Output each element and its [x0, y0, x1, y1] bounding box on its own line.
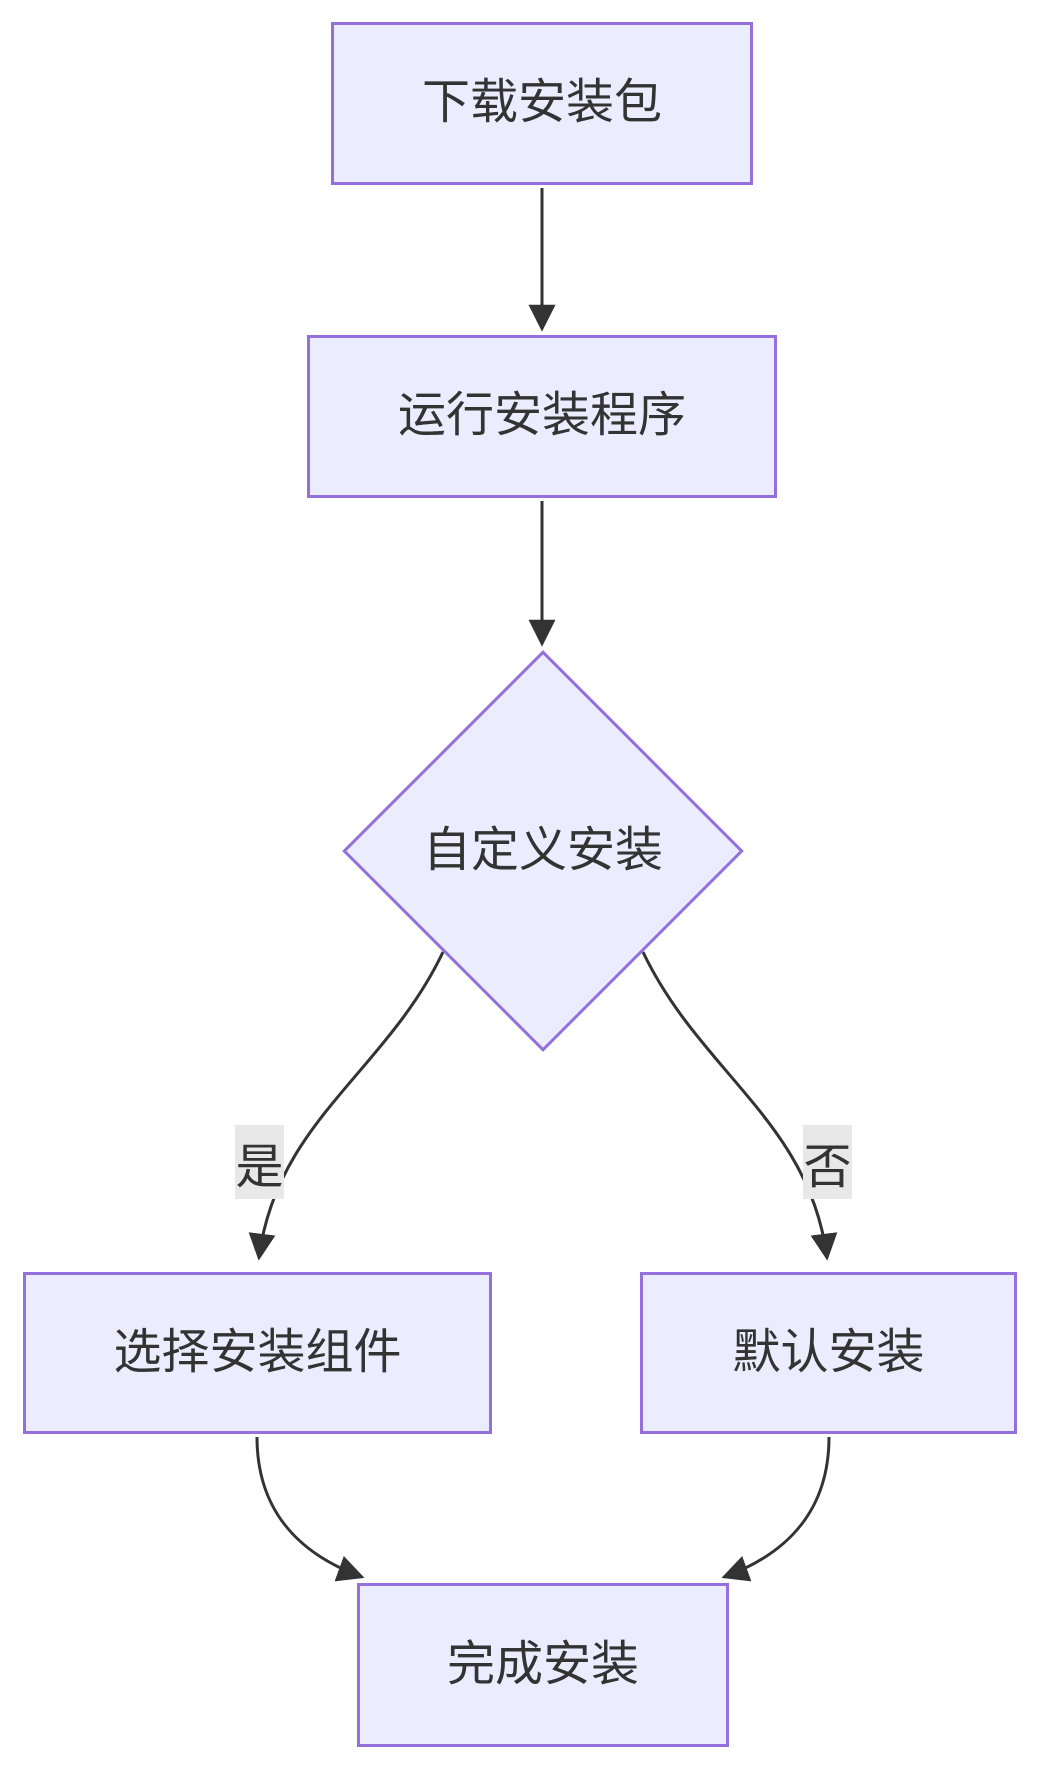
node-custom-install-decision-labelwrap: 自定义安装: [343, 651, 743, 1051]
node-finish-install-label: 完成安装: [446, 1637, 639, 1691]
edge-label-yes: 是: [235, 1125, 284, 1199]
node-default-install: 默认安装: [640, 1272, 1017, 1434]
edge-default-to-finish: [721, 1436, 831, 1582]
node-default-install-label: 默认安装: [732, 1325, 925, 1379]
node-download-package: 下载安装包: [331, 22, 753, 185]
node-select-components-label: 选择安装组件: [113, 1325, 402, 1379]
edge-select-to-finish: [255, 1436, 365, 1582]
node-run-installer: 运行安装程序: [307, 335, 777, 498]
node-run-installer-label: 运行安装程序: [397, 389, 686, 443]
node-select-components: 选择安装组件: [23, 1272, 492, 1434]
edge-decision-yes: [248, 951, 445, 1261]
node-finish-install: 完成安装: [357, 1583, 729, 1747]
edge-label-no: 否: [803, 1125, 852, 1199]
edge-decision-no: [641, 951, 838, 1261]
node-custom-install-decision-label: 自定义安装: [422, 823, 663, 877]
node-download-package-label: 下载安装包: [421, 76, 662, 130]
